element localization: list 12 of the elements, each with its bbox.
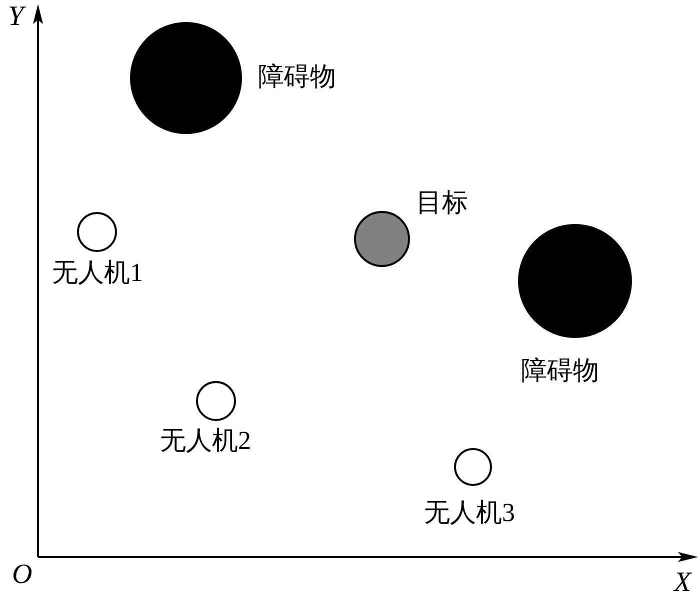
axis-label: X: [674, 568, 692, 597]
drone-label: 无人机2: [160, 426, 251, 456]
obstacle-label: 障碍物: [521, 356, 599, 386]
drone-circle: [196, 381, 236, 421]
drone-circle: [77, 212, 117, 252]
drone-label: 无人机3: [424, 498, 515, 528]
origin-label: O: [12, 560, 32, 590]
axis-label: Y: [8, 2, 24, 32]
drone-circle: [454, 448, 492, 486]
target-label: 目标: [416, 188, 468, 218]
drone-label: 无人机1: [52, 258, 143, 288]
obstacle-label: 障碍物: [258, 62, 336, 92]
